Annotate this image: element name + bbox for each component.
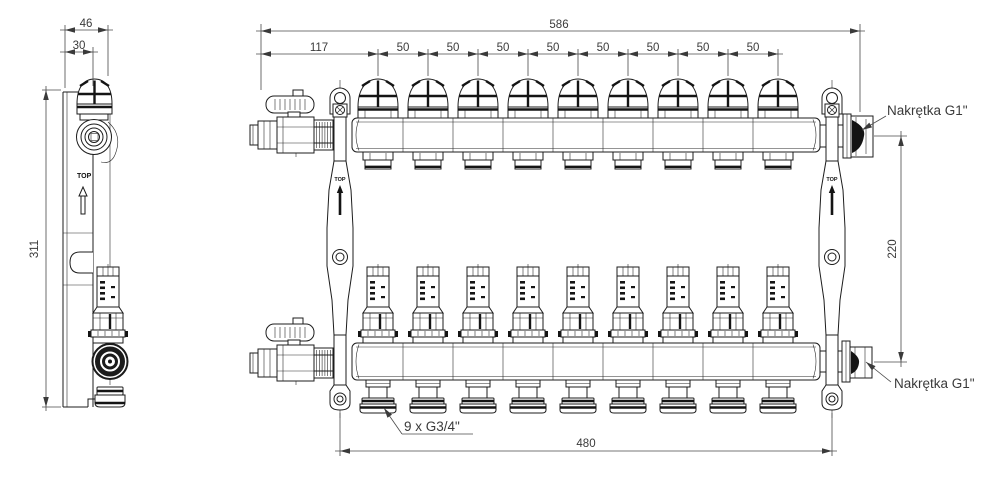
outlet-connection-g34	[409, 379, 447, 414]
dim-50-label: 50	[547, 42, 560, 54]
manifold-bars	[351, 117, 821, 381]
outlet-connection-g34	[609, 379, 647, 414]
dim-50-label: 50	[597, 42, 610, 54]
label-nut-g1-top: Nakrętka G1"	[887, 103, 968, 118]
supply-port-stub	[562, 151, 594, 170]
flow-meter	[758, 264, 798, 344]
flow-meter	[458, 264, 498, 344]
flow-meter	[508, 264, 548, 344]
dim-311-label: 311	[29, 240, 41, 258]
flow-meter	[558, 264, 598, 344]
side-view	[62, 78, 129, 408]
flow-meter	[88, 264, 128, 344]
dim-50-label: 50	[447, 42, 460, 54]
supply-port-stub	[362, 151, 394, 170]
top-bar-cross-section	[76, 119, 119, 163]
bottom-bar-cross-section	[91, 343, 129, 380]
flow-meter	[408, 264, 448, 344]
dim-586-label: 586	[549, 19, 568, 31]
valve-cap	[757, 78, 799, 119]
flow-meter	[358, 264, 398, 344]
dim-46-label: 46	[80, 18, 93, 30]
side-valve-cap	[76, 78, 113, 121]
mounting-bracket: TOP	[326, 80, 354, 418]
dim-50-label: 50	[647, 42, 660, 54]
outlet-connection-g34	[659, 379, 697, 414]
side-outlet-cap	[94, 386, 126, 408]
outlet-connection-g34	[759, 379, 797, 414]
supply-port-stub	[462, 151, 494, 170]
supply-port-stub	[512, 151, 544, 170]
supply-port-stub	[412, 151, 444, 170]
outlet-connection-g34	[709, 379, 747, 414]
svg-text:TOP: TOP	[826, 177, 838, 183]
dim-50-label: 50	[397, 42, 410, 54]
outlet-connection-g34	[509, 379, 547, 414]
dim-117-label: 117	[310, 42, 328, 54]
outlet-connection-g34	[359, 379, 397, 414]
valve-cap	[457, 78, 499, 119]
supply-port-stub	[712, 151, 744, 170]
dim-220-label: 220	[887, 239, 899, 258]
side-top-marking: TOP	[77, 173, 92, 180]
flow-meter	[708, 264, 748, 344]
dim-50-label: 50	[747, 42, 760, 54]
flow-meter	[658, 264, 698, 344]
valve-cap	[407, 78, 449, 119]
valve-cap	[707, 78, 749, 119]
supply-port-stub	[662, 151, 694, 170]
outlet-connection-g34	[559, 379, 597, 414]
supply-port-stub	[762, 151, 794, 170]
flow-meter	[608, 264, 648, 344]
ball-valve	[249, 89, 334, 157]
valve-cap	[607, 78, 649, 119]
valve-cap	[507, 78, 549, 119]
outlet-connection-g34	[459, 379, 497, 414]
supply-port-stub	[612, 151, 644, 170]
svg-text:TOP: TOP	[334, 177, 346, 183]
front-view: TOP TOP	[249, 78, 874, 418]
dim-480-label: 480	[576, 438, 595, 450]
ball-valve	[249, 317, 334, 385]
top-direction-arrow	[78, 185, 88, 215]
mounting-bracket: TOP	[818, 80, 846, 418]
valve-cap	[657, 78, 699, 119]
valve-cap	[557, 78, 599, 119]
dim-30-label: 30	[73, 40, 86, 52]
dimensions-layer: 46 30 311 586 117 220 480 Nakrętka G1" N…	[29, 18, 975, 456]
union-nut-g1-bottom	[820, 340, 873, 383]
label-outlets-g34: 9 x G3/4"	[404, 419, 460, 434]
label-nut-g1-bottom: Nakrętka G1"	[894, 376, 975, 391]
valve-cap	[357, 78, 399, 119]
dim-50-label: 50	[497, 42, 510, 54]
dim-50-label: 50	[697, 42, 710, 54]
